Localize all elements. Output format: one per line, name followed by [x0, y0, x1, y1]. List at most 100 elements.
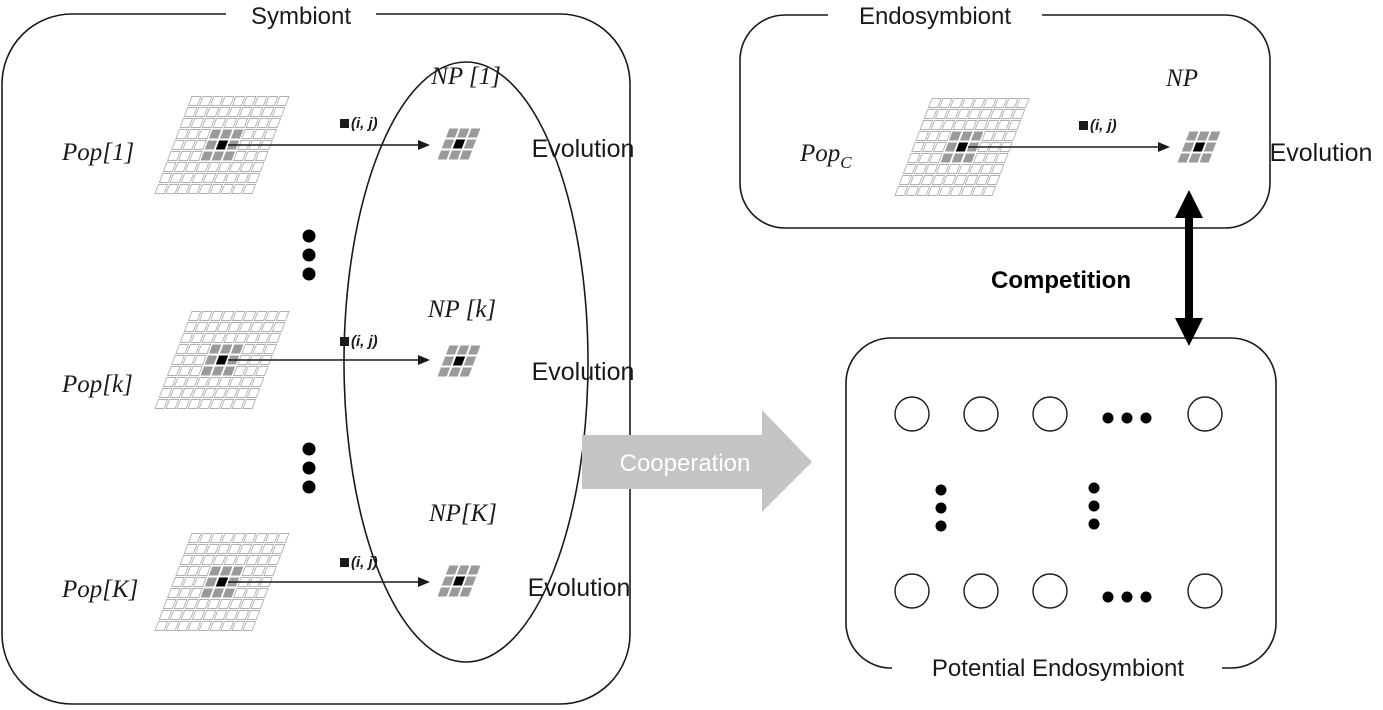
lattice-cell: [235, 173, 250, 183]
lattice-cell: [182, 140, 196, 150]
individual-circle: [894, 573, 930, 609]
neighborhood-cell: [940, 153, 954, 163]
lattice-cell: [201, 333, 216, 343]
lattice-cell: [202, 610, 217, 620]
endosymbiont-title-mask: [828, 2, 1042, 28]
lattice-cell: [176, 621, 191, 631]
lattice-cell: [209, 533, 224, 543]
lattice-cell: [227, 322, 242, 332]
lattice-cell: [245, 555, 260, 565]
lattice-cell: [922, 142, 936, 152]
lattice-cell: [202, 388, 217, 398]
row-k-evolution-label: Evolution: [532, 358, 635, 386]
lattice-cell: [253, 96, 268, 106]
lattice-cell: [188, 151, 203, 161]
neighborhood-cell: [1177, 153, 1191, 163]
neighborhood-cell: [219, 344, 233, 354]
lattice-cell: [913, 164, 928, 174]
lattice-cell: [909, 175, 924, 185]
lattice-cell: [945, 109, 960, 119]
center-cell: [955, 142, 969, 152]
lattice-cell: [260, 544, 275, 554]
potential-title-mask: [892, 652, 1222, 686]
lattice-cell: [173, 377, 188, 387]
lattice-cell: [198, 533, 213, 543]
lattice-cell: [256, 555, 271, 565]
neighborhood-cell: [230, 566, 244, 576]
neighborhood-cell: [459, 367, 473, 377]
lattice-cell: [963, 120, 978, 130]
lattice-cell: [171, 140, 185, 150]
lattice-cell: [275, 96, 290, 106]
neighborhood-cell: [456, 345, 470, 355]
neighborhood-cell: [200, 366, 214, 376]
lattice-cell: [194, 322, 209, 332]
lattice-cell: [949, 98, 964, 108]
lattice-cell: [927, 98, 942, 108]
lattice-cell: [263, 566, 278, 576]
lattice-cell: [960, 186, 975, 196]
lattice-cell: [216, 107, 231, 117]
row-1-arrow-head: [418, 140, 430, 150]
lattice-cell: [254, 588, 269, 598]
neighborhood-cell: [448, 150, 462, 160]
individual-circle: [963, 573, 999, 609]
lattice-cell: [906, 153, 921, 163]
np-ellipse: [343, 61, 589, 663]
lattice-cell: [238, 544, 253, 554]
lattice-cell: [242, 399, 257, 409]
lattice-cell: [187, 533, 202, 543]
neighborhood-cell: [211, 151, 225, 161]
lattice-cell: [260, 322, 275, 332]
lattice-cell: [971, 186, 986, 196]
lattice-cell: [198, 96, 213, 106]
lattice-cell: [154, 184, 169, 194]
lattice-cell: [978, 109, 993, 119]
lattice-cell: [206, 377, 221, 387]
lattice-cell: [166, 588, 181, 598]
lattice-cell: [234, 118, 249, 128]
lattice-cell: [917, 153, 932, 163]
lattice-cell: [952, 120, 967, 130]
lattice-cell: [974, 120, 989, 130]
lattice-cell: [165, 621, 180, 631]
lattice-cell: [182, 577, 196, 587]
individual-circle: [894, 396, 930, 432]
lattice-cell: [154, 621, 169, 631]
pop-c-label: PopC: [799, 140, 852, 172]
lattice-cell: [220, 184, 235, 194]
lattice-cell: [169, 388, 184, 398]
lattice-cell: [162, 377, 177, 387]
lattice-cell: [183, 322, 198, 332]
lattice-cell: [239, 377, 254, 387]
lattice-cell: [188, 588, 203, 598]
lattice-cell: [232, 588, 247, 598]
ellipsis-dot: [1102, 591, 1114, 603]
potential-individuals-bottom-row: [894, 573, 1223, 609]
lattice-cell: [190, 118, 205, 128]
lattice-cell: [191, 610, 206, 620]
lattice-cell: [194, 544, 209, 554]
neighborhood-cell: [1203, 142, 1217, 152]
lattice-cell: [927, 186, 942, 196]
individual-circle: [1032, 573, 1068, 609]
lattice-cell: [249, 322, 264, 332]
lattice-cell: [915, 131, 930, 141]
lattice-cell: [239, 599, 254, 609]
lattice-cell: [979, 164, 994, 174]
row-1-evolution-label: Evolution: [532, 135, 635, 163]
lattice-cell: [205, 107, 220, 117]
lattice-cell: [231, 399, 246, 409]
neighborhood-cell: [448, 367, 462, 377]
lattice-cell: [175, 129, 190, 139]
lattice-cell: [275, 311, 290, 321]
row-1-position-label: (i, j): [351, 115, 378, 132]
lattice-cell: [187, 96, 202, 106]
lattice-cell: [235, 388, 250, 398]
neighborhood-cell: [441, 139, 455, 149]
lattice-cell: [223, 118, 238, 128]
lattice-cell: [195, 599, 210, 609]
lattice-cell: [267, 555, 282, 565]
lattice-cell: [165, 399, 180, 409]
